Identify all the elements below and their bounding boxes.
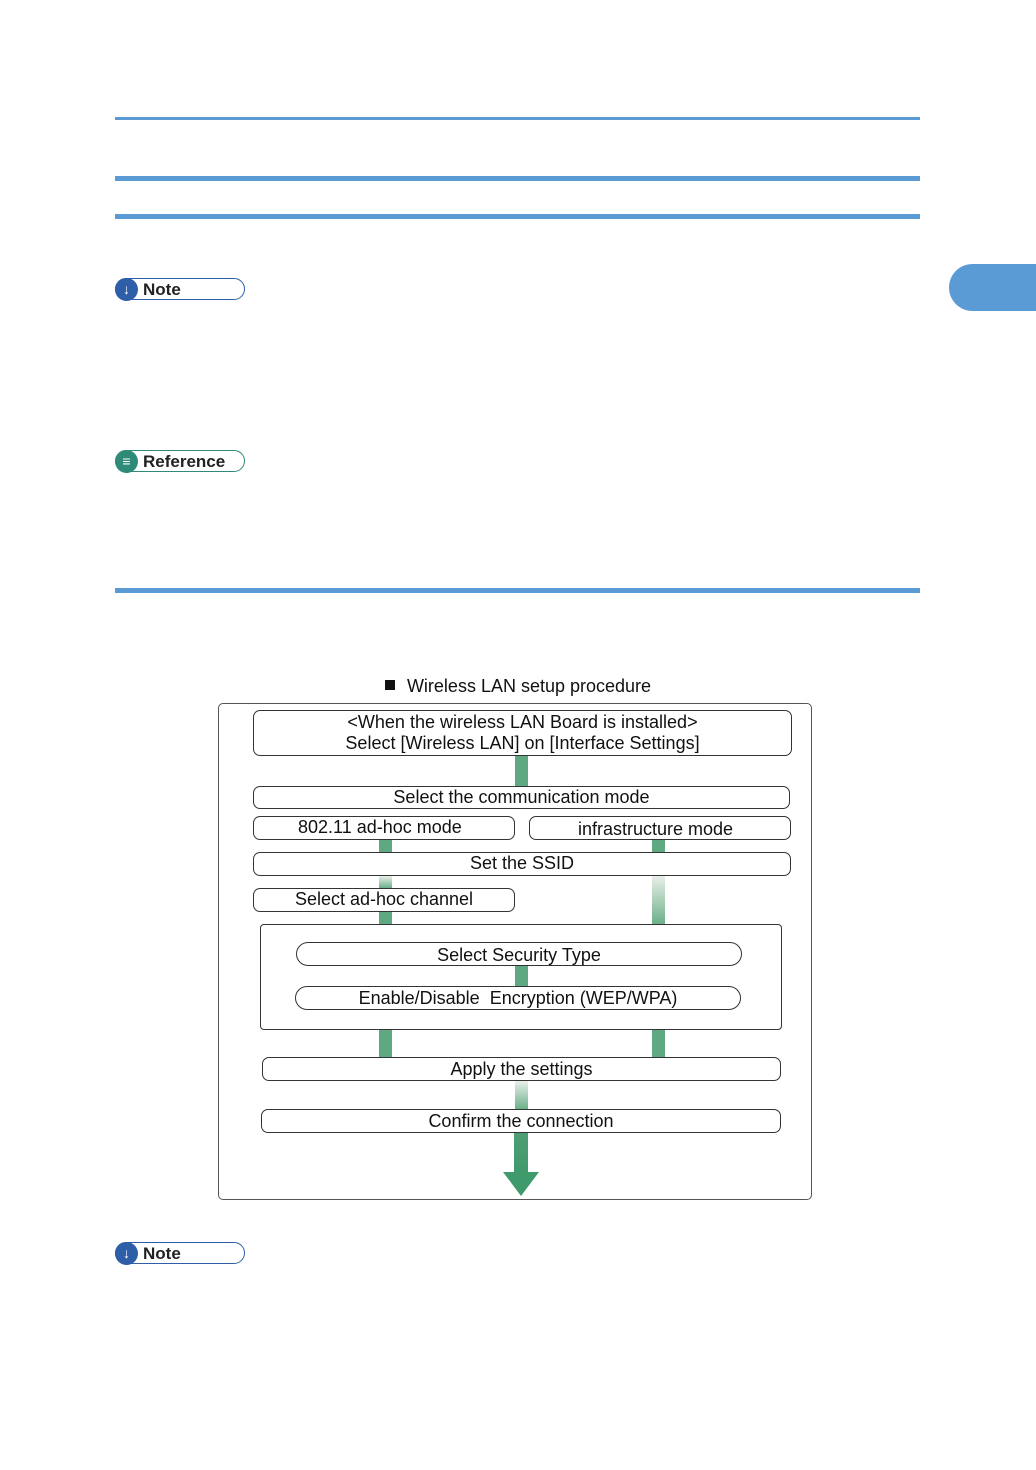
- connector-adhoc-4: [379, 1030, 392, 1057]
- option-infra-label: infrastructure mode: [578, 819, 734, 839]
- down-arrow-icon: ↓: [115, 1242, 138, 1265]
- connector-infra-1: [652, 840, 665, 852]
- step-apply-box: Apply the settings: [262, 1057, 781, 1081]
- reference-badge: ≡ Reference: [115, 450, 245, 473]
- step-apply-label: Apply the settings: [450, 1059, 593, 1079]
- step-security-type-box: Select Security Type: [296, 942, 742, 966]
- step-ssid-label: Set the SSID: [469, 853, 575, 873]
- down-arrow-icon: [503, 1172, 539, 1196]
- connector-security: [515, 966, 528, 986]
- black-square-icon: [384, 680, 395, 690]
- step-adhoc-channel-box: Select ad-hoc channel: [253, 888, 515, 912]
- connector-adhoc-2: [379, 876, 392, 888]
- chapter-tab: [949, 264, 1036, 311]
- figure-title: Wireless LAN setup procedure: [0, 676, 1036, 697]
- step-installed-box: <When the wireless LAN Board is installe…: [253, 710, 792, 756]
- step-encryption-box: Enable/Disable Encryption (WEP/WPA): [295, 986, 741, 1010]
- book-icon: ≡: [115, 450, 138, 473]
- section-rule-1: [115, 176, 920, 181]
- connector-adhoc-1: [379, 840, 392, 852]
- step-adhoc-channel-label: Select ad-hoc channel: [294, 889, 474, 909]
- flowchart-frame: [218, 703, 812, 1200]
- reference-label: Reference: [143, 452, 226, 471]
- note-label: Note: [143, 280, 181, 299]
- figure-title-text: Wireless LAN setup procedure: [406, 676, 652, 696]
- note-label-2: Note: [143, 1244, 181, 1263]
- connector-infra-4: [652, 1030, 665, 1057]
- step-security-type-label: Select Security Type: [437, 945, 601, 965]
- step-comm-mode-label: Select the communication mode: [393, 787, 650, 807]
- note-badge: ↓ Note: [115, 278, 245, 301]
- connector-top: [515, 756, 528, 786]
- flow-end-arrow-shaft: [514, 1133, 528, 1173]
- note-badge-2: ↓ Note: [115, 1242, 245, 1265]
- down-arrow-icon: ↓: [115, 278, 138, 301]
- option-adhoc-box: 802.11 ad-hoc mode: [253, 816, 515, 840]
- connector-infra-2: [652, 876, 665, 924]
- option-infra-box: infrastructure mode: [529, 816, 791, 840]
- step-confirm-label: Confirm the connection: [428, 1111, 614, 1131]
- step-installed-line2: Select [Wireless LAN] on [Interface Sett…: [345, 733, 700, 753]
- connector-apply: [515, 1081, 528, 1109]
- step-confirm-box: Confirm the connection: [261, 1109, 781, 1133]
- step-comm-mode-box: Select the communication mode: [253, 786, 790, 809]
- connector-adhoc-3: [379, 912, 392, 924]
- section-rule-2: [115, 214, 920, 219]
- top-rule: [115, 117, 920, 120]
- section-rule-3: [115, 588, 920, 593]
- step-installed-line1: <When the wireless LAN Board is installe…: [347, 712, 698, 732]
- security-group: [260, 924, 782, 1030]
- step-encryption-label: Enable/Disable Encryption (WEP/WPA): [358, 988, 678, 1008]
- option-adhoc-label: 802.11 ad-hoc mode: [298, 817, 462, 837]
- step-ssid-box: Set the SSID: [253, 852, 791, 876]
